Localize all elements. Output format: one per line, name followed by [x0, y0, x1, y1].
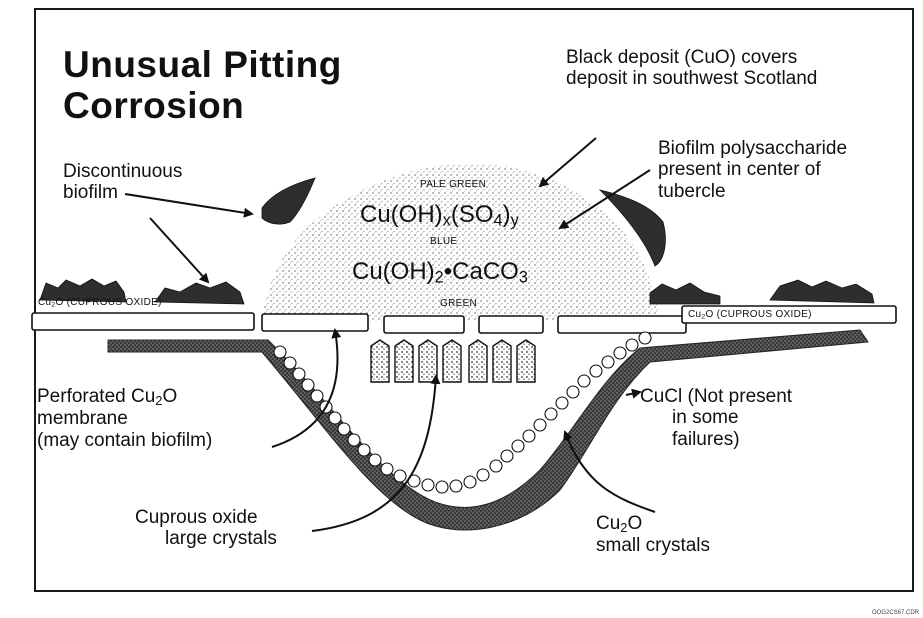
- biofilm-polysaccharide-label: Biofilm polysaccharide present in center…: [658, 138, 847, 202]
- title-line-2: Corrosion: [63, 85, 342, 126]
- large-crystals: [371, 340, 535, 382]
- cuprous-oxide-large-crystals-label: Cuprous oxide large crystals: [135, 507, 277, 550]
- cu2o-right-label: Cu2O (CUPROUS OXIDE): [688, 309, 812, 321]
- cu2o-left-label: Cu2O (CUPROUS OXIDE): [38, 297, 162, 309]
- black-deposit-label: Black deposit (CuO) covers deposit in so…: [566, 47, 817, 90]
- blue-label: BLUE: [430, 236, 457, 247]
- cu2o-small-crystals-label: Cu2O small crystals: [596, 513, 710, 557]
- formula-bottom: Cu(OH)2•CaCO3: [352, 259, 528, 287]
- cucl-label: CuCl (Not present in some failures): [640, 386, 792, 450]
- title-line-1: Unusual Pitting: [63, 44, 342, 85]
- diagram-title: Unusual Pitting Corrosion: [63, 44, 342, 127]
- formula-top: Cu(OH)x(SO4)y: [360, 202, 519, 230]
- file-stamp: OOG2CS67.CDR: [872, 610, 919, 616]
- pale-green-label: PALE GREEN: [420, 179, 486, 190]
- discontinuous-biofilm-label: Discontinuous biofilm: [63, 161, 182, 204]
- green-label: GREEN: [440, 298, 477, 309]
- perforated-membrane-label: Perforated Cu2O membrane (may contain bi…: [37, 386, 212, 451]
